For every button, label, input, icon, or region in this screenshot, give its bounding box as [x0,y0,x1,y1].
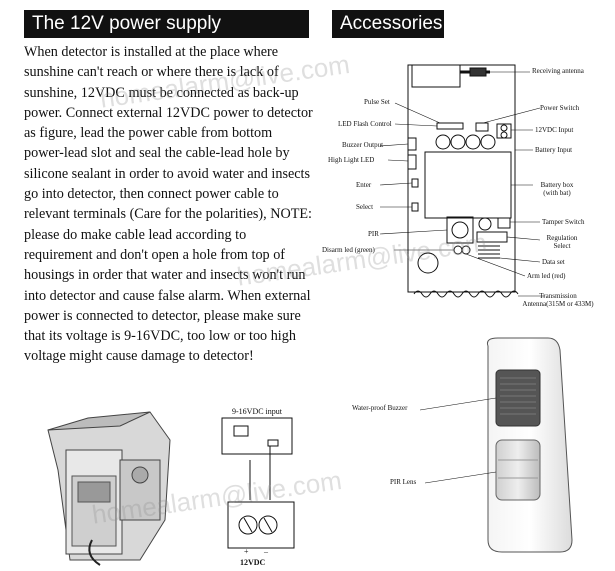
label-battery-input: Battery Input [535,146,573,154]
label-data-set: Data set [542,258,565,266]
label-battery-box-line1: Battery box [540,181,574,189]
power-instructions-text: When detector is installed at the place … [24,44,313,365]
label-12vdc-input: 12VDC Input [535,126,574,134]
label-tamper-switch: Tamper Switch [542,218,585,226]
label-pulse-set: Pulse Set [364,98,390,106]
label-transmission-antenna: Transmission Antenna(315M or 433M) [506,292,610,308]
label-pir-lens: PIR Lens [390,478,417,486]
label-pir-board: PIR [368,230,379,238]
label-arm-led: Arm led (red) [527,272,566,280]
label-transmission-line2: Antenna(315M or 433M) [522,300,594,308]
label-minus: – [264,547,268,556]
label-transmission-line1: Transmission [539,292,577,300]
label-high-light-led: High Light LED [328,156,375,164]
label-regulation-line2: Select [553,242,571,250]
label-select: Select [356,203,374,211]
label-battery-box: Battery box (with bat) [535,181,579,197]
label-disarm-led: Disarm led (green) [322,246,375,254]
label-waterproof-buzzer: Water-proof Buzzer [352,404,408,412]
label-terminal-12vdc: 12VDC [240,558,266,567]
label-enter: Enter [356,181,372,189]
label-led-flash-control: LED Flash Control [338,120,392,128]
label-regulation-select: Regulation Select [542,234,582,250]
label-receiving-antenna: Receiving antenna [532,67,584,75]
label-regulation-line1: Regulation [546,234,578,242]
label-battery-box-line2: (with bat) [543,189,571,197]
label-plus: + [244,547,249,556]
section-title-accessories: Accessories [332,10,444,38]
section-title-power: The 12V power supply connection [24,10,309,62]
label-power-switch: Power Switch [540,104,580,112]
label-input-voltage: 9-16VDC input [232,407,282,416]
label-buzzer-output: Buzzer Output [342,141,384,149]
